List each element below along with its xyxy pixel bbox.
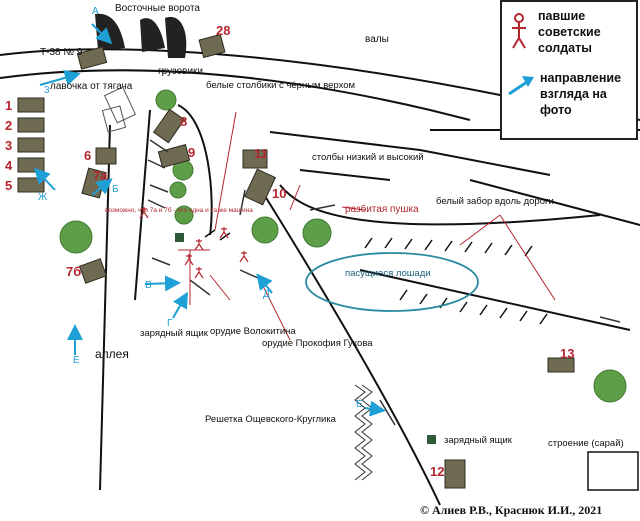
num-12: 12 xyxy=(430,464,444,479)
view-e: Е xyxy=(73,355,80,366)
guns xyxy=(147,139,621,426)
fallen-soldiers xyxy=(139,207,249,279)
num-2: 2 xyxy=(5,118,12,133)
vehicle-number-labels: 1 2 3 4 5 6 7а 7б 8 9 10 11 12 13 28 xyxy=(5,23,574,479)
num-3: 3 xyxy=(5,138,12,153)
posts-label: столбы низкий и высокий xyxy=(312,152,424,163)
view-v: В xyxy=(145,280,152,291)
ammo-box-2-label: зарядный ящик xyxy=(444,435,513,446)
white-posts-label: белые столбики с чёрным верхом xyxy=(206,80,355,91)
num-6: 6 xyxy=(84,148,91,163)
horses-label: пасущиеся лошади xyxy=(345,268,431,279)
view-g: Г xyxy=(167,318,173,329)
num-11: 11 xyxy=(254,146,268,161)
num-7a: 7а xyxy=(93,168,108,183)
num-28: 28 xyxy=(216,23,230,38)
direction-arrow-icon xyxy=(508,76,534,96)
view-letter-labels: А Б В Г Д Е Ё Ж 3 xyxy=(38,6,363,410)
bench-label: лавочка от тягача xyxy=(50,81,133,92)
view-yo: Ё xyxy=(356,398,363,410)
horses-ellipse xyxy=(305,252,479,312)
legend-direction-text: направление взгляда на фото xyxy=(540,71,622,117)
num-10: 10 xyxy=(272,186,286,201)
structure-box xyxy=(587,451,639,491)
structure-label: строение (сарай) xyxy=(548,438,624,449)
view-d: Д xyxy=(263,289,270,300)
num-7b: 7б xyxy=(66,264,81,279)
gun-volokitin-label: орудие Волокитина xyxy=(210,326,296,337)
view-arrows xyxy=(33,23,386,417)
ammo-box-1-label: зарядный ящик xyxy=(140,328,209,339)
num-9: 9 xyxy=(188,145,195,160)
gun-gukov-label: орудие Прокофия Гукова xyxy=(262,338,373,349)
broken-gun-label: разбитая пушка xyxy=(345,203,419,215)
trucks-label: грузовики xyxy=(158,66,203,77)
ammo-box-2-marker xyxy=(427,435,436,444)
white-fence xyxy=(364,214,556,325)
num-13: 13 xyxy=(560,346,574,361)
num-5: 5 xyxy=(5,178,12,193)
lattice xyxy=(354,384,373,481)
num-8: 8 xyxy=(180,114,187,129)
fallen-soldier-icon xyxy=(512,13,526,49)
ramparts-label: валы xyxy=(365,34,389,45)
legend: павшие советские солдаты направление взг… xyxy=(500,0,638,140)
ammo-box-1-marker xyxy=(175,233,184,242)
lattice-label: Решетка Ощевского-Круглика xyxy=(205,414,337,425)
view-b: Б xyxy=(112,184,119,195)
view-a: А xyxy=(92,6,99,17)
view-3: 3 xyxy=(44,85,50,96)
possible-note: возможно, что 7а и 7б - это одна и та же… xyxy=(105,206,253,214)
alley-label: аллея xyxy=(95,347,129,361)
red-lines xyxy=(178,111,366,341)
num-4: 4 xyxy=(5,158,13,173)
east-gate-label: Восточные ворота xyxy=(115,3,200,14)
east-gate xyxy=(95,13,187,58)
copyright: © Алиев Р.В., Краснюк И.И., 2021 xyxy=(420,503,603,517)
fence-label: белый забор вдоль дороги xyxy=(436,196,554,207)
t38-label: Т-38 № 9 xyxy=(40,47,83,58)
legend-fallen-text: павшие советские солдаты xyxy=(538,9,601,55)
view-zh: Ж xyxy=(38,192,48,203)
legend-row-fallen: павшие советские солдаты xyxy=(506,8,638,56)
num-1: 1 xyxy=(5,98,12,113)
vehicles xyxy=(17,33,575,489)
legend-row-direction: направление взгляда на фото xyxy=(506,70,636,118)
trees xyxy=(59,89,627,403)
trucks xyxy=(101,86,137,133)
